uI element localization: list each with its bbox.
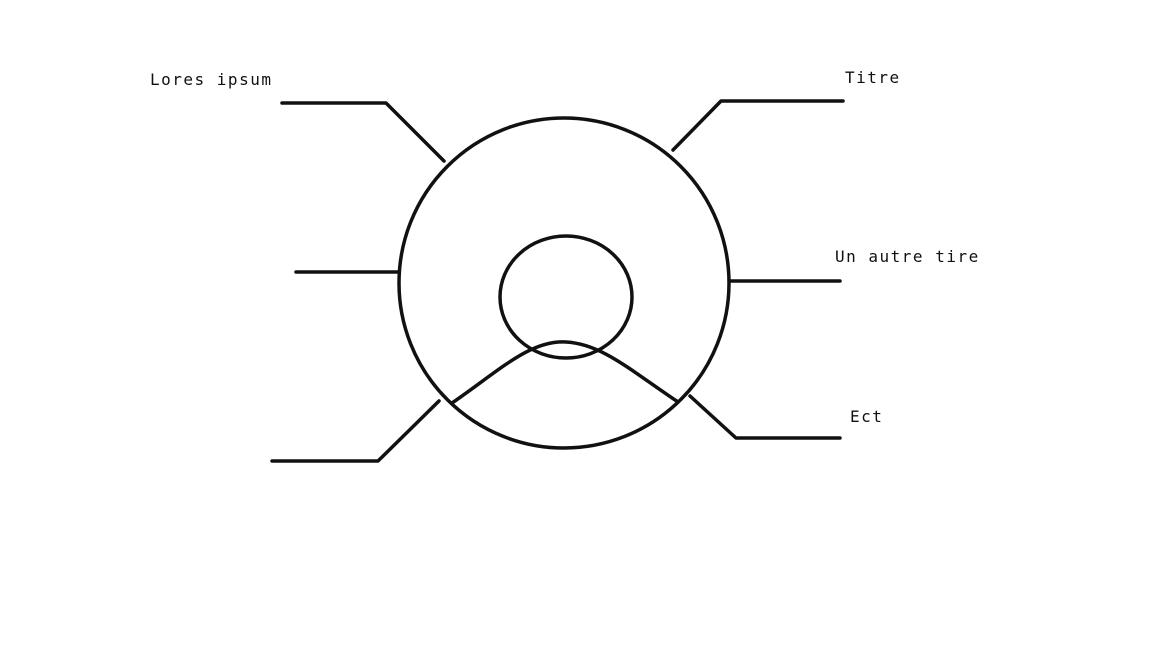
label-top-right: Titre [845,68,901,87]
leader-line-bottom-left [270,399,441,463]
leader-line-bottom-right [688,394,842,440]
label-bottom-right: Ect [850,407,883,426]
label-middle-right: Un autre tire [835,247,980,266]
leader-line-top-right [671,99,845,152]
leader-line-top-left [280,101,446,163]
inner-circle [498,234,634,360]
outer-circle [397,116,731,450]
arch-curve [450,340,680,405]
label-top-left: Lores ipsum [150,70,272,89]
